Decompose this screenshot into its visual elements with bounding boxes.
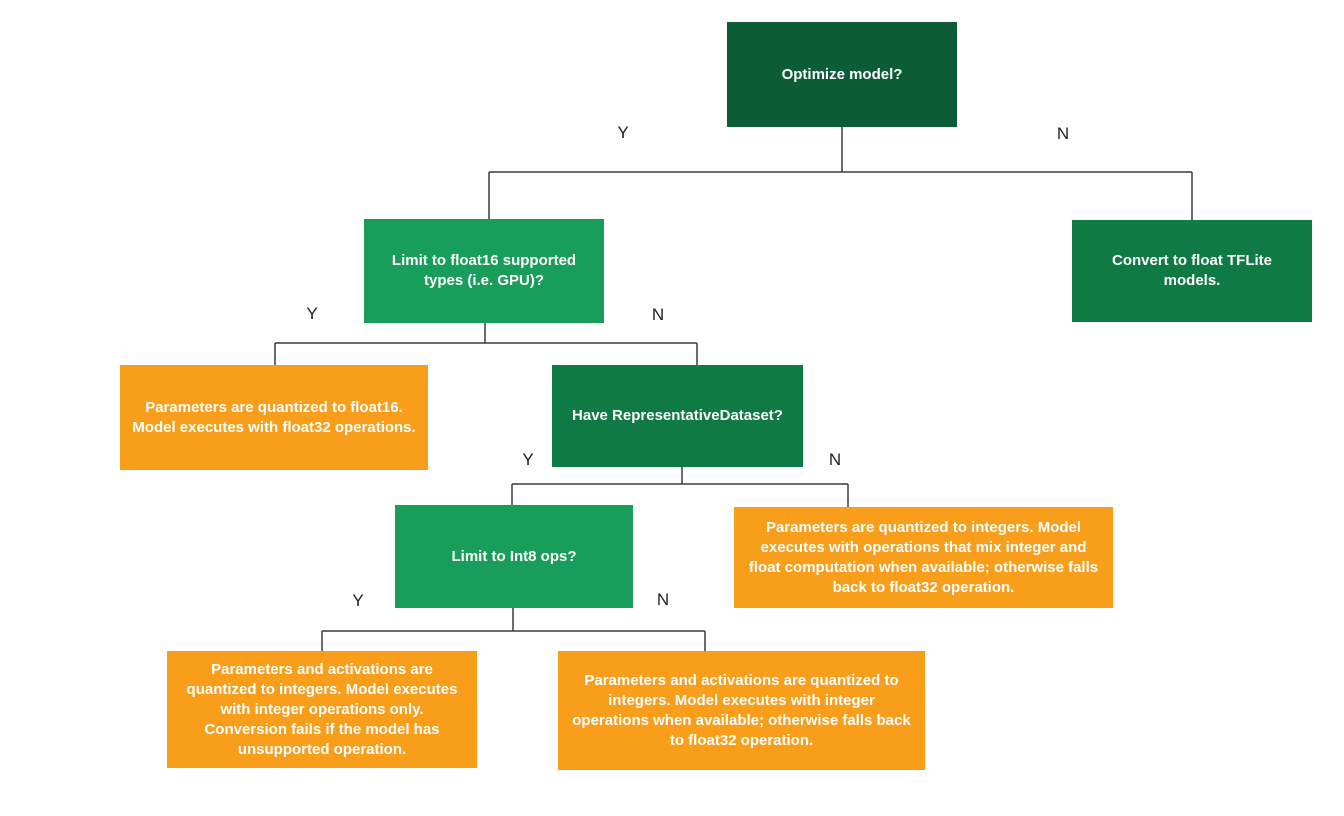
decision-node-optimize-model: Optimize model? bbox=[727, 22, 957, 127]
decision-node-representative-dataset-label: Have RepresentativeDataset? bbox=[572, 407, 783, 424]
result-node-integer-with-fallback: Parameters and activations are quantized… bbox=[558, 651, 925, 770]
result-node-integer-only-label: Parameters and activations are quantized… bbox=[186, 660, 458, 758]
connector-int8-branch bbox=[321, 608, 706, 651]
decision-node-limit-int8-ops-label: Limit to Int8 ops? bbox=[451, 547, 577, 565]
result-node-integer-with-fallback-label: Parameters and activations are quantized… bbox=[572, 671, 911, 749]
connector-optimize-branch bbox=[488, 127, 1193, 220]
result-node-float16-quantization-label: Parameters are quantized to float16. Mod… bbox=[132, 398, 416, 436]
decision-node-limit-float16-label: Limit to float16 supported types (i.e. G… bbox=[391, 252, 577, 289]
result-node-mixed-integer-float: Parameters are quantized to integers. Mo… bbox=[734, 507, 1113, 608]
result-node-integer-only: Parameters and activations are quantized… bbox=[167, 651, 477, 768]
result-node-mixed-integer-float-label: Parameters are quantized to integers. Mo… bbox=[748, 518, 1099, 596]
result-node-convert-float-tflite-label: Convert to float TFLite models. bbox=[1112, 252, 1272, 289]
edge-label-float16-yes: Y bbox=[306, 304, 318, 323]
result-node-float16-quantization: Parameters are quantized to float16. Mod… bbox=[120, 365, 428, 470]
result-node-convert-float-tflite: Convert to float TFLite models. bbox=[1072, 220, 1312, 322]
edge-label-optimize-yes: Y bbox=[617, 123, 629, 142]
connector-float16-branch bbox=[274, 323, 698, 365]
edge-label-float16-no: N bbox=[651, 305, 665, 324]
decision-node-limit-float16: Limit to float16 supported types (i.e. G… bbox=[364, 219, 604, 323]
decision-node-optimize-model-label: Optimize model? bbox=[781, 65, 903, 83]
edge-label-int8-yes: Y bbox=[352, 591, 364, 610]
edge-label-representative-yes: Y bbox=[522, 450, 534, 469]
decision-node-limit-int8-ops: Limit to Int8 ops? bbox=[395, 505, 633, 608]
connector-representative-branch bbox=[511, 467, 849, 507]
edge-label-int8-no: N bbox=[656, 590, 670, 609]
edge-label-representative-no: N bbox=[828, 450, 842, 469]
edge-label-optimize-no: N bbox=[1056, 124, 1070, 143]
decision-node-representative-dataset: Have RepresentativeDataset? bbox=[552, 365, 803, 467]
